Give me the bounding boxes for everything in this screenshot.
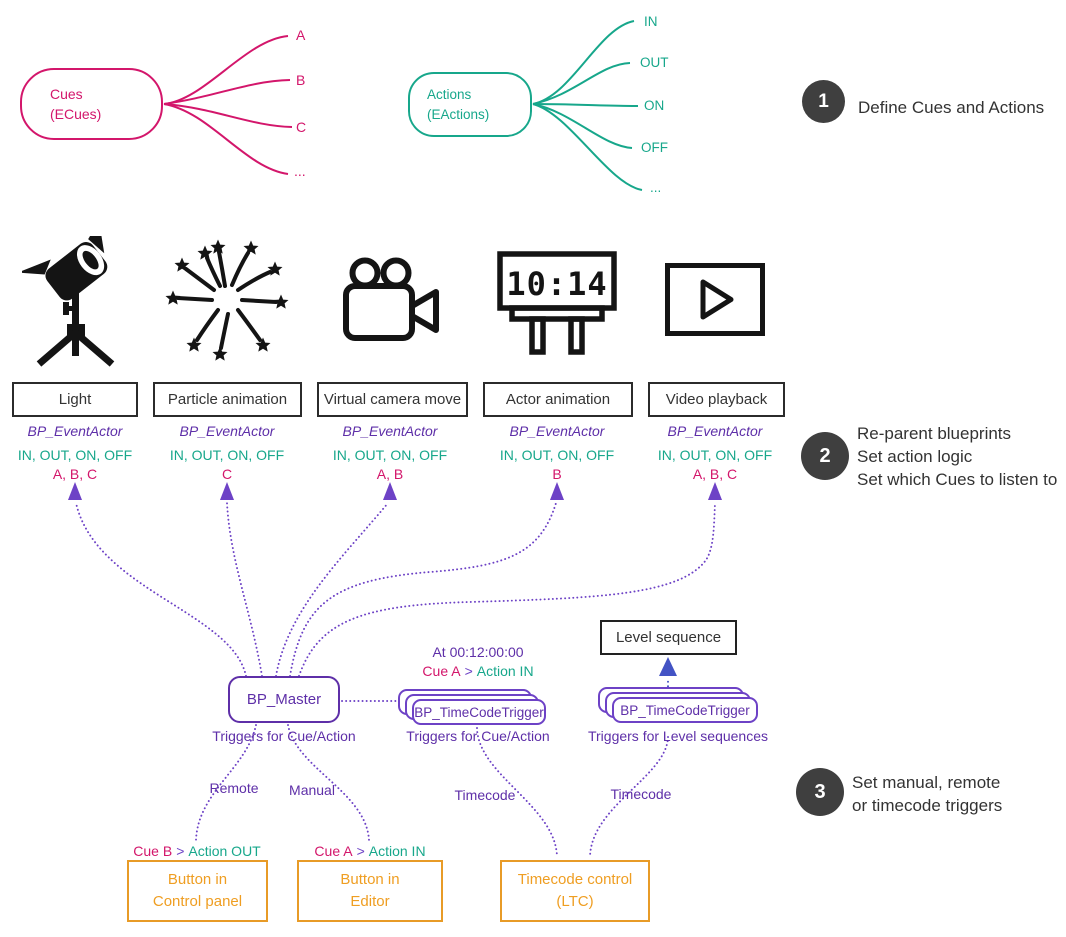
source-line: Editor bbox=[350, 893, 390, 910]
source-line: Button in bbox=[167, 871, 228, 888]
manual-mode-label: Manual bbox=[289, 782, 335, 798]
timecode-mode-label: Timecode bbox=[454, 787, 516, 803]
trigger-time-annotation: At 00:12:00:00 bbox=[432, 644, 524, 660]
actor-info-video-playback: BP_EventActor IN, OUT, ON, OFF A, B, C bbox=[625, 423, 805, 482]
actor-label-light: Light bbox=[12, 382, 138, 417]
action-branch-label: OFF bbox=[641, 140, 668, 155]
cues-node: Cues (ECues) bbox=[20, 68, 163, 140]
actions-node-subtitle: (EActions) bbox=[427, 106, 490, 122]
actions-list: IN, OUT, ON, OFF bbox=[169, 447, 285, 463]
actor-label-actor-animation: Actor animation bbox=[483, 382, 633, 417]
actor-label-particle-animation: Particle animation bbox=[153, 382, 302, 417]
blueprint-name: BP_EventActor bbox=[179, 423, 275, 439]
source-cue-action-annotation: Cue A>Action IN bbox=[290, 843, 450, 859]
remote-mode-label: Remote bbox=[209, 780, 259, 796]
cues-list: A, B, C bbox=[52, 466, 98, 482]
stage-light-icon bbox=[17, 220, 128, 368]
source-cue-action-annotation: Cue B>Action OUT bbox=[117, 843, 277, 859]
trigger-cue-action-annotation: Cue A>Action IN bbox=[398, 663, 558, 679]
button-control-panel-box: Button in Control panel bbox=[127, 860, 268, 922]
step-2-text: Re-parent blueprints Set action logic Se… bbox=[857, 422, 1057, 491]
cue-branch-label: C bbox=[296, 119, 307, 135]
button-editor-box: Button in Editor bbox=[297, 860, 443, 922]
cue-part: Cue A bbox=[314, 843, 353, 859]
actions-list: IN, OUT, ON, OFF bbox=[17, 447, 133, 463]
actions-list: IN, OUT, ON, OFF bbox=[332, 447, 448, 463]
cues-node-title: Cues bbox=[50, 86, 83, 102]
play-button-icon bbox=[665, 263, 765, 336]
timecode-clock-icon: 10:14 bbox=[494, 250, 620, 358]
actions-list: IN, OUT, ON, OFF bbox=[657, 447, 773, 463]
level-sequence-arrow bbox=[659, 657, 677, 692]
cues-list: A, B bbox=[376, 466, 404, 482]
step-1-badge: 1 bbox=[802, 80, 845, 123]
cues-list: B bbox=[552, 466, 562, 482]
blueprint-name: BP_EventActor bbox=[27, 423, 123, 439]
movie-camera-icon bbox=[338, 256, 443, 348]
step-3-text: Set manual, remote or timecode triggers bbox=[852, 771, 1002, 817]
separator: > bbox=[176, 843, 185, 859]
bp-master-node: BP_Master bbox=[228, 676, 340, 723]
actions-fan-lines bbox=[532, 20, 643, 191]
timecode-mode-label: Timecode bbox=[610, 786, 672, 802]
action-branch-label: OUT bbox=[640, 55, 669, 70]
step-2-badge: 2 bbox=[801, 432, 849, 480]
step-2-number: 2 bbox=[819, 444, 831, 467]
actions-list: IN, OUT, ON, OFF bbox=[499, 447, 615, 463]
actions-node: Actions (EActions) bbox=[408, 72, 532, 137]
action-branch-label: ON bbox=[644, 98, 665, 113]
level-sequence-box: Level sequence bbox=[600, 620, 737, 655]
source-line: Control panel bbox=[152, 893, 243, 910]
bp-master-caption: Triggers for Cue/Action bbox=[212, 728, 356, 744]
step-2-line: Set action logic bbox=[857, 447, 973, 466]
fireworks-icon bbox=[162, 238, 292, 368]
step-2-line: Set which Cues to listen to bbox=[857, 470, 1058, 489]
actor-info-actor-animation: BP_EventActor IN, OUT, ON, OFF B bbox=[467, 423, 647, 482]
source-line: Timecode control bbox=[517, 871, 633, 888]
actor-arrowheads bbox=[68, 482, 722, 500]
actions-node-title: Actions bbox=[427, 86, 472, 102]
trigger-cue-caption: Triggers for Cue/Action bbox=[406, 728, 550, 744]
actor-info-virtual-camera-move: BP_EventActor IN, OUT, ON, OFF A, B bbox=[300, 423, 480, 482]
cues-node-subtitle: (ECues) bbox=[50, 106, 102, 122]
bp-timecode-trigger-level-node: BP_TimeCodeTrigger bbox=[612, 697, 758, 723]
separator: > bbox=[464, 663, 473, 679]
cue-branch-label: B bbox=[296, 72, 306, 88]
action-branch-label: IN bbox=[644, 14, 658, 29]
step-1-line: Define Cues and Actions bbox=[858, 98, 1045, 117]
actor-info-light: BP_EventActor IN, OUT, ON, OFF A, B, C bbox=[0, 423, 165, 482]
blueprint-name: BP_EventActor bbox=[509, 423, 605, 439]
actor-label-video-playback: Video playback bbox=[648, 382, 785, 417]
cue-part: Cue A bbox=[422, 663, 461, 679]
source-line: Button in bbox=[340, 871, 400, 888]
action-branch-label: ... bbox=[650, 180, 662, 195]
actor-label-virtual-camera-move: Virtual camera move bbox=[317, 382, 468, 417]
trigger-level-caption: Triggers for Level sequences bbox=[587, 728, 769, 744]
timecode-clock-display: 10:14 bbox=[506, 265, 607, 303]
step-3-line: Set manual, remote bbox=[852, 773, 1001, 792]
step-1-text: Define Cues and Actions bbox=[858, 96, 1044, 119]
cues-fan-lines bbox=[163, 35, 293, 175]
bp-timecode-trigger-cue-node: BP_TimeCodeTrigger bbox=[412, 699, 546, 725]
step-3-line: or timecode triggers bbox=[852, 796, 1003, 815]
blueprint-name: BP_EventActor bbox=[667, 423, 763, 439]
cue-branch-label: ... bbox=[294, 163, 306, 179]
cue-branch-label: A bbox=[296, 27, 306, 43]
action-part: Action OUT bbox=[188, 843, 261, 859]
step-1-number: 1 bbox=[818, 90, 829, 112]
blueprint-name: BP_EventActor bbox=[342, 423, 438, 439]
separator: > bbox=[356, 843, 365, 859]
step-2-line: Re-parent blueprints bbox=[857, 424, 1012, 443]
cue-part: Cue B bbox=[133, 843, 173, 859]
actor-info-particle-animation: BP_EventActor IN, OUT, ON, OFF C bbox=[137, 423, 317, 482]
timecode-control-box: Timecode control (LTC) bbox=[500, 860, 650, 922]
cues-list: C bbox=[221, 466, 233, 482]
action-part: Action IN bbox=[368, 843, 426, 859]
step-3-number: 3 bbox=[814, 780, 826, 803]
step-3-badge: 3 bbox=[796, 768, 844, 816]
action-part: Action IN bbox=[476, 663, 534, 679]
trigger-source-lines bbox=[195, 724, 669, 858]
source-line: (LTC) bbox=[556, 893, 594, 910]
cues-list: A, B, C bbox=[692, 466, 738, 482]
